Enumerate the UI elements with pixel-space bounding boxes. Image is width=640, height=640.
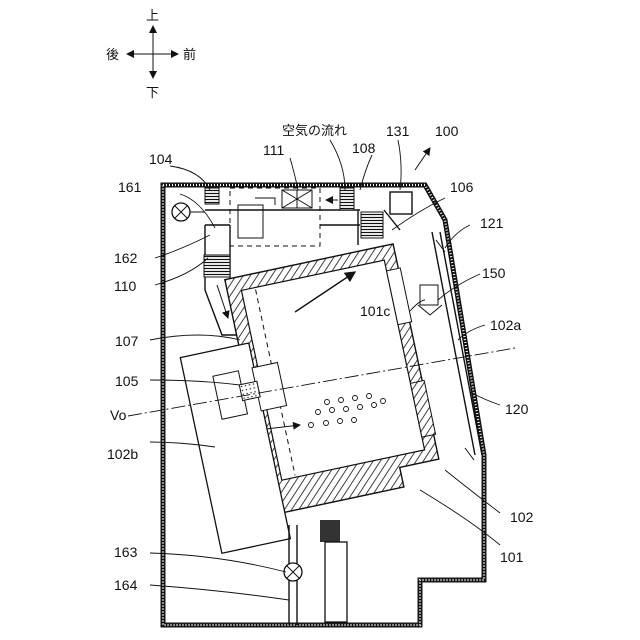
duct-106 xyxy=(358,210,400,245)
direction-down-label: 下 xyxy=(146,86,159,101)
label-110: 110 xyxy=(114,278,137,294)
label-162: 162 xyxy=(114,250,138,266)
label-106: 106 xyxy=(450,179,474,195)
airflow-label: 空気の流れ xyxy=(282,123,347,139)
door-120 xyxy=(432,232,482,460)
label-100: 100 xyxy=(435,123,459,139)
label-108: 108 xyxy=(352,140,376,156)
valve-161 xyxy=(172,203,205,221)
label-131: 131 xyxy=(386,123,410,139)
label-101: 101 xyxy=(500,549,524,565)
direction-up-label: 上 xyxy=(146,9,159,24)
label-150: 150 xyxy=(482,265,506,281)
label-121: 121 xyxy=(480,215,504,231)
direction-compass: 上 下 後 前 xyxy=(106,9,196,101)
label-105: 105 xyxy=(115,373,139,389)
label-111: 111 xyxy=(263,142,284,158)
label-161: 161 xyxy=(118,179,142,195)
label-104: 104 xyxy=(149,151,173,167)
label-164: 164 xyxy=(114,577,138,593)
label-101c: 101c xyxy=(360,303,390,319)
component-131 xyxy=(390,192,412,214)
label-120: 120 xyxy=(505,401,529,417)
fan-111 xyxy=(282,190,312,208)
direction-front-label: 前 xyxy=(183,47,196,63)
direction-rear-label: 後 xyxy=(106,48,119,63)
label-102b: 102b xyxy=(107,446,138,462)
label-107: 107 xyxy=(115,333,139,349)
heat-exchanger-108 xyxy=(340,188,354,210)
label-102: 102 xyxy=(510,509,534,525)
damper xyxy=(320,520,347,622)
label-163: 163 xyxy=(114,544,138,560)
label-102a: 102a xyxy=(490,317,521,333)
heat-exchanger-104 xyxy=(205,188,219,204)
label-vo: Vo xyxy=(110,407,127,423)
